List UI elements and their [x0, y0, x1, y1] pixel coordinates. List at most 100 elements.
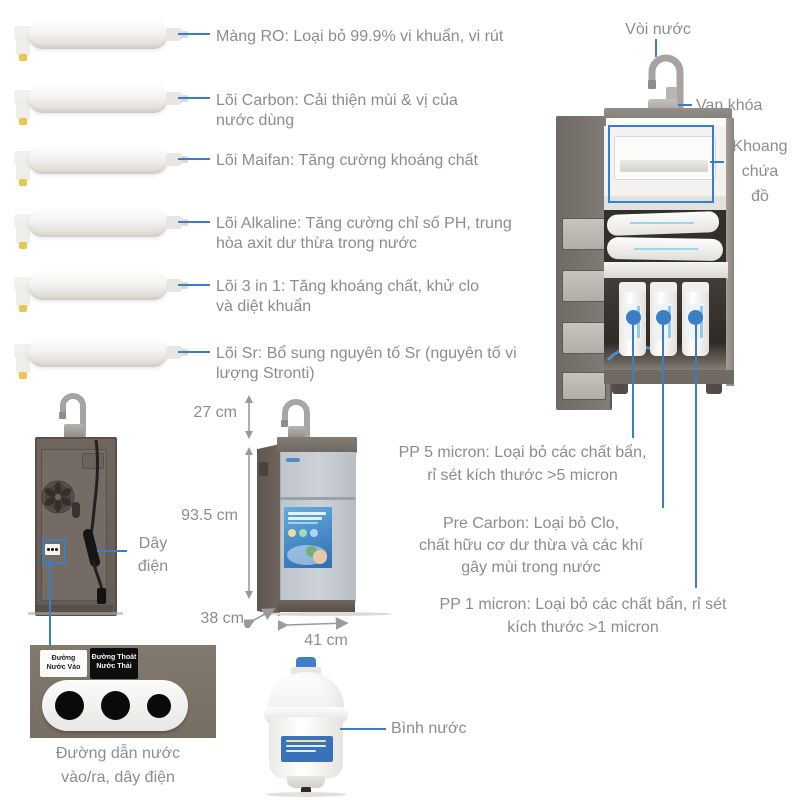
connector-line	[49, 560, 51, 646]
tank-neck	[291, 667, 321, 675]
poster-fruit	[306, 546, 317, 557]
poster-text	[288, 517, 322, 520]
connector-line	[655, 39, 657, 57]
filter-carbon-icon	[8, 68, 190, 128]
unit-top-band	[277, 437, 357, 453]
storage-label: Khoang chứa đồ	[732, 138, 788, 205]
cabinet-door	[556, 116, 612, 410]
dim-arrow-93	[245, 447, 253, 599]
dim-width: 41 cm	[304, 632, 348, 649]
tank-label: Bình nước	[391, 720, 467, 737]
poster-text	[288, 522, 318, 524]
storage-floor	[604, 196, 726, 210]
tube-stripe	[630, 222, 694, 224]
storage-tray-handle	[620, 160, 708, 172]
ports-caption: Đường dẫn nước vào/ra, dây điện	[55, 745, 181, 786]
sticker-text	[286, 740, 326, 742]
filter-alkaline-icon	[8, 192, 190, 252]
pp5-label: PP 5 micron: Loại bỏ các chất bẩn, rỉ sé…	[398, 444, 647, 484]
port-out-label: Đường Thoát Nước Thải	[90, 648, 138, 679]
filter-fitting	[166, 28, 182, 41]
label-maifan: Lõi Maifan: Tăng cường khoáng chất	[216, 152, 478, 169]
label-alkaline: Lõi Alkaline: Tăng cường chỉ số PH, trun…	[216, 215, 512, 252]
faucet-icon	[59, 393, 86, 439]
connector-line	[178, 351, 210, 353]
precarbon-label: Pre Carbon: Loại bỏ Clo, chất hữu cơ dư …	[418, 515, 644, 576]
power-cable-icon	[83, 439, 106, 604]
connector-line	[662, 320, 664, 508]
faucet-icon	[281, 399, 310, 439]
filter-sr-icon	[8, 322, 190, 382]
poster-icon	[288, 529, 296, 537]
dim-depth: 38 cm	[200, 610, 244, 627]
door-window	[562, 372, 606, 400]
connector-line	[340, 728, 386, 730]
callout-dot	[656, 310, 671, 325]
filter-ro-icon	[8, 4, 190, 64]
cabinet-side	[726, 118, 734, 386]
door-seam	[280, 497, 355, 500]
connector-pin	[51, 548, 54, 551]
dim-arrow-27	[245, 395, 253, 439]
filter-elbow	[16, 34, 30, 56]
filter-3in1-icon	[8, 255, 190, 315]
connector-line	[97, 550, 127, 552]
callout-dot	[688, 310, 703, 325]
connector-pin	[55, 548, 58, 551]
filter-maifan-icon	[8, 129, 190, 189]
cabinet-shelf	[604, 262, 728, 279]
brand-logo	[286, 458, 300, 462]
storage-highlight-box	[608, 125, 714, 203]
sticker-text	[286, 745, 326, 747]
poster-icon	[299, 529, 307, 537]
label-3in1: Lõi 3 in 1: Tăng khoáng chất, khử clo và…	[216, 278, 480, 315]
tube-stripe	[634, 248, 698, 250]
unit-bottom-band	[277, 600, 355, 612]
sticker-text	[286, 750, 316, 752]
storage-tray	[614, 136, 716, 180]
panel-slot	[72, 502, 80, 518]
dim-faucet-height: 27 cm	[193, 404, 237, 421]
water-out-port	[101, 691, 130, 720]
connector-line	[178, 158, 210, 160]
cabinet-foot	[612, 384, 628, 394]
dim-arrow-41	[278, 617, 349, 631]
connector-line	[178, 97, 210, 99]
cabinet-foot	[706, 384, 722, 394]
door-window	[562, 218, 606, 250]
poster-icon	[310, 529, 318, 537]
storage-top-edge	[606, 118, 726, 126]
connector-line	[178, 33, 210, 35]
shadow	[262, 612, 392, 616]
shadow	[266, 792, 346, 797]
door-window	[562, 270, 606, 302]
connector-pin	[47, 548, 50, 551]
dim-body-height: 93.5 cm	[181, 507, 238, 524]
connector-line	[632, 320, 634, 438]
connector-line	[695, 320, 697, 588]
water-in-port	[55, 691, 84, 720]
pp1-label: PP 1 micron: Loại bỏ các chất bẩn, rỉ sé…	[439, 596, 727, 636]
label-ro: Màng RO: Loại bỏ 99.9% vi khuẩn, vi rút	[216, 28, 504, 45]
dim-arrow-38	[244, 608, 276, 628]
side-handle	[259, 462, 268, 476]
connector-line	[710, 161, 724, 163]
faucet-base	[288, 426, 305, 439]
poster-text	[288, 512, 326, 515]
faucet-base	[64, 424, 84, 438]
faucet-label: Vòi nước	[625, 21, 691, 38]
poster-fruit	[313, 550, 327, 564]
tank-valve-nub	[301, 787, 311, 794]
cable-label: Dây điện	[137, 535, 169, 575]
back-panel-base	[35, 605, 113, 613]
port-in-label: Đường Nước Vào	[40, 650, 87, 677]
filter-tip	[19, 54, 27, 61]
cabinet-bottom-band	[604, 370, 734, 384]
shadow	[28, 612, 123, 615]
valve-icon	[666, 87, 677, 101]
fan-icon	[41, 480, 75, 514]
connector-line	[178, 284, 210, 286]
door-window	[562, 322, 606, 354]
tank-foot	[287, 776, 325, 788]
